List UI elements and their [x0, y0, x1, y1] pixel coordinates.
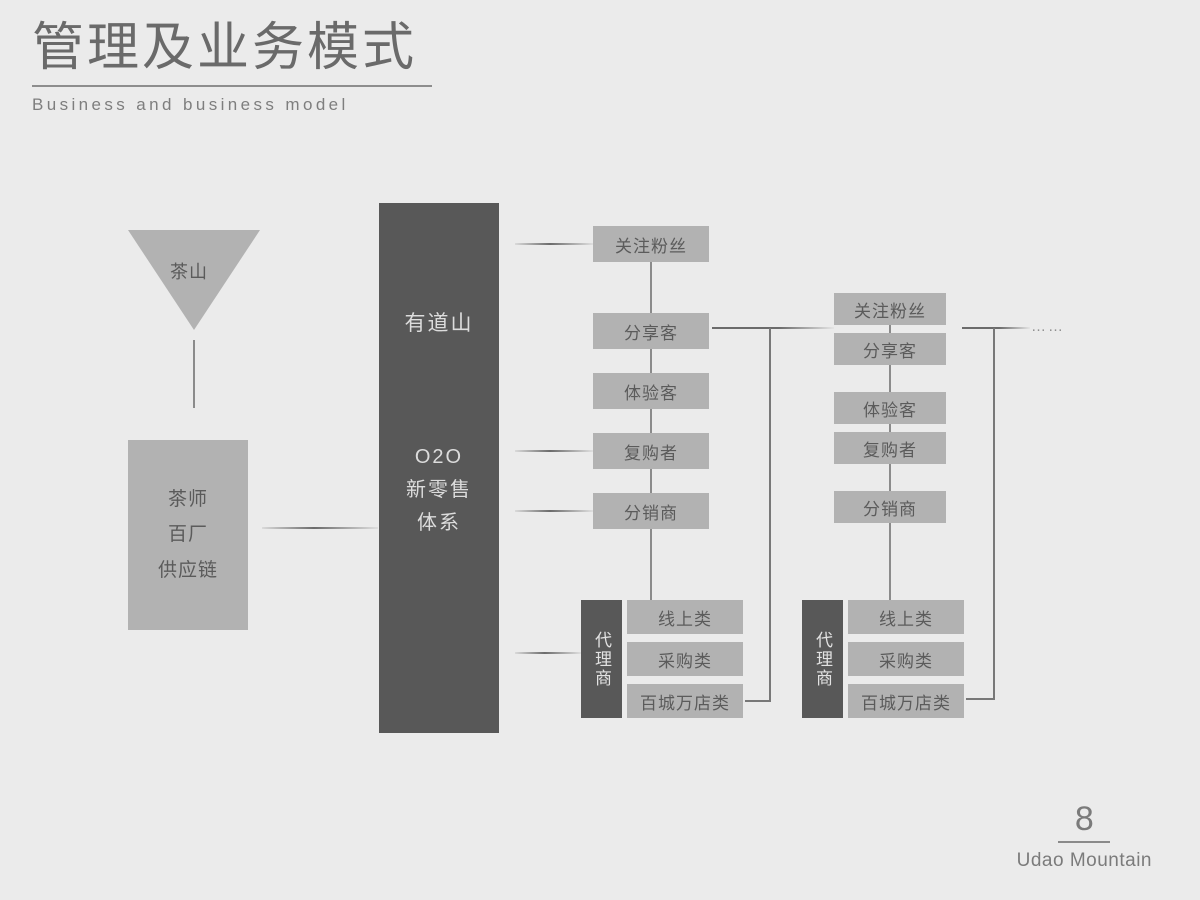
title-divider [32, 85, 432, 88]
tier1-bracket-top-arm [712, 327, 834, 329]
tier2-node-sharer[interactable]: 分享客 [834, 333, 946, 365]
tier2-bracket-top-arm [962, 327, 1030, 329]
tier1-node-distributor[interactable]: 分销商 [593, 493, 709, 529]
brand-label: Udao Mountain [1016, 850, 1152, 871]
tier2-link-distributor-agent [889, 523, 891, 600]
tier1-link-sharer-experiencer [650, 349, 652, 373]
supply-line-3: 供应链 [157, 559, 218, 581]
tier2-agent-item-hundred-cities[interactable]: 百城万店类 [848, 684, 964, 718]
tier1-link-distributor-agent [650, 529, 652, 600]
tier2-link-repeat-distributor [889, 464, 891, 491]
page-number: 8 [1074, 800, 1094, 838]
tier1-agent-box[interactable]: 代理商 [581, 600, 622, 718]
tier2-agent-item-online[interactable]: 线上类 [848, 600, 964, 634]
tier2-link-experiencer-repeat [889, 424, 891, 432]
tier1-agent-item-procurement-label: 采购类 [658, 651, 712, 671]
connector-hub-to-distributor [515, 510, 593, 512]
connector-hub-to-fans [515, 243, 593, 245]
tier1-link-experiencer-repeat [650, 409, 652, 433]
tier1-bracket-bottom-arm [745, 700, 771, 702]
tier2-agent-item-procurement[interactable]: 采购类 [848, 642, 964, 676]
tier1-link-repeat-distributor [650, 469, 652, 493]
hub-brand-label: 有道山 [404, 312, 474, 335]
tier1-bracket-spine [769, 328, 771, 702]
tier1-node-fans-label: 关注粉丝 [615, 236, 687, 256]
tier2-agent-item-online-label: 线上类 [879, 609, 933, 629]
tier1-agent-item-online-label: 线上类 [658, 609, 712, 629]
page-subtitle: Business and business model [32, 95, 349, 115]
supply-line-2: 百厂 [167, 524, 208, 546]
tier2-node-distributor-label: 分销商 [863, 499, 917, 519]
tier1-node-repeat-buyer-label: 复购者 [624, 443, 678, 463]
tier2-link-fans-sharer [889, 325, 891, 333]
tier2-agent-box[interactable]: 代理商 [802, 600, 843, 718]
footer-divider [1058, 841, 1111, 843]
tier1-node-sharer-label: 分享客 [624, 323, 678, 343]
tier2-bracket-bottom-arm [966, 698, 994, 700]
page-title: 管理及业务模式 [32, 19, 418, 77]
tier1-node-sharer[interactable]: 分享客 [593, 313, 709, 349]
tier1-node-experiencer-label: 体验客 [624, 383, 678, 403]
tier2-agent-item-hundred-cities-label: 百城万店类 [861, 693, 951, 713]
tier1-node-distributor-label: 分销商 [624, 503, 678, 523]
tier1-agent-item-procurement[interactable]: 采购类 [627, 642, 743, 676]
tier1-node-repeat-buyer[interactable]: 复购者 [593, 433, 709, 469]
continuation-ellipsis: …… [1031, 318, 1065, 335]
supply-line-1: 茶师 [167, 489, 208, 511]
tea-mountain-triangle [128, 230, 260, 330]
tier2-node-fans-label: 关注粉丝 [854, 301, 926, 321]
tier2-agent-item-procurement-label: 采购类 [879, 651, 933, 671]
hub-system-label: O2O 新零售 体系 [406, 441, 472, 540]
slide-header: 管理及业务模式 Business and business model [32, 18, 432, 115]
connector-hub-to-repeat-buyer [515, 450, 593, 452]
tier2-node-distributor[interactable]: 分销商 [834, 491, 946, 523]
tier2-node-experiencer-label: 体验客 [863, 400, 917, 420]
connector-supply-to-hub [262, 527, 378, 529]
tier1-link-fans-sharer [650, 262, 652, 313]
tier2-node-experiencer[interactable]: 体验客 [834, 392, 946, 424]
tier2-bracket-spine [993, 328, 995, 700]
hub-system-line-1: O2O [414, 446, 464, 468]
tier2-node-repeat-buyer[interactable]: 复购者 [834, 432, 946, 464]
hub-system-line-2: 新零售 [406, 479, 472, 501]
tier1-agent-item-hundred-cities[interactable]: 百城万店类 [627, 684, 743, 718]
tier2-node-sharer-label: 分享客 [863, 341, 917, 361]
tier2-link-sharer-experiencer [889, 365, 891, 392]
tier1-agent-item-online[interactable]: 线上类 [627, 600, 743, 634]
connector-triangle-to-supply [193, 340, 195, 408]
tea-mountain-label: 茶山 [170, 262, 208, 282]
hub-column: 有道山 O2O 新零售 体系 [379, 203, 499, 733]
tier2-node-repeat-buyer-label: 复购者 [863, 440, 917, 460]
connector-hub-to-agent [515, 652, 581, 654]
supply-chain-box: 茶师 百厂 供应链 [128, 440, 248, 630]
tier1-agent-label: 代理商 [592, 630, 611, 688]
tier1-agent-item-hundred-cities-label: 百城万店类 [640, 693, 730, 713]
tier1-node-experiencer[interactable]: 体验客 [593, 373, 709, 409]
slide-footer: 8 Udao Mountain [1017, 802, 1152, 872]
tier2-agent-label: 代理商 [813, 630, 832, 688]
hub-system-line-3: 体系 [417, 512, 461, 534]
tier2-node-fans[interactable]: 关注粉丝 [834, 293, 946, 325]
tier1-node-fans[interactable]: 关注粉丝 [593, 226, 709, 262]
